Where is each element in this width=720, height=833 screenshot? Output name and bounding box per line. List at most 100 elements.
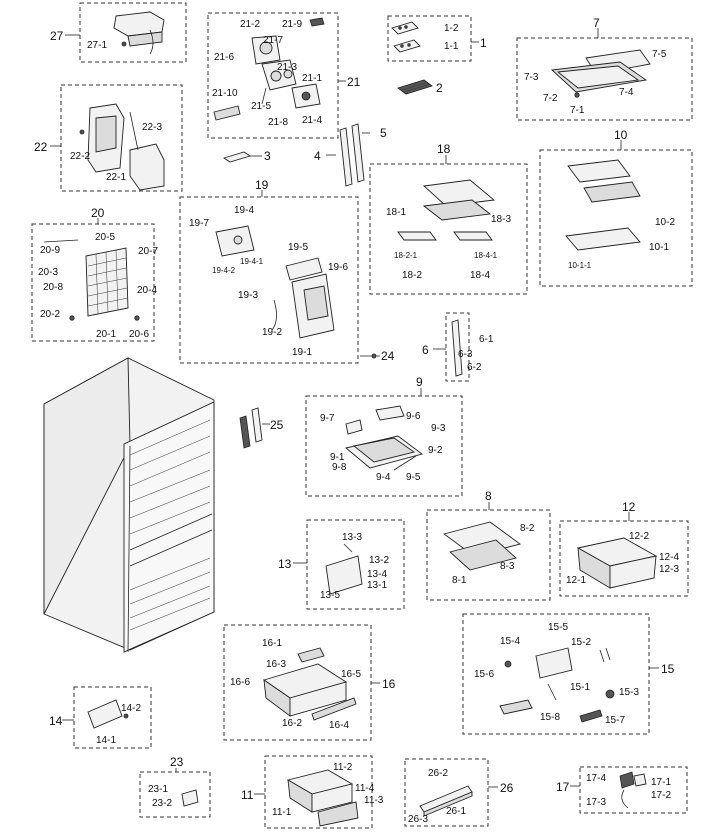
group-label-21: 21: [347, 75, 361, 89]
group-label-7: 7: [593, 16, 600, 30]
label-21-4: 21-4: [302, 115, 322, 126]
label-10-2: 10-2: [655, 217, 675, 228]
label-16-6: 16-6: [230, 677, 250, 688]
label-14-2: 14-2: [121, 703, 141, 714]
label-26-1: 26-1: [446, 806, 466, 817]
label-16-2: 16-2: [282, 718, 302, 729]
label-21-5: 21-5: [251, 101, 271, 112]
label-19-4-1: 19-4-1: [240, 257, 264, 266]
label-9-8: 9-8: [332, 462, 347, 473]
label-19-7: 19-7: [189, 218, 209, 229]
label-15-4: 15-4: [500, 636, 520, 647]
label-19-4: 19-4: [234, 205, 254, 216]
label-23-2: 23-2: [152, 798, 172, 809]
label-18-4-1: 18-4-1: [474, 251, 498, 260]
part-26-illustration: [419, 785, 473, 817]
group-label-2: 2: [436, 81, 443, 95]
label-20-4: 20-4: [137, 285, 157, 296]
group-boxes: [31, 2, 693, 829]
group-label-13: 13: [278, 557, 292, 571]
label-21-9: 21-9: [282, 19, 302, 30]
label-13-3: 13-3: [342, 532, 362, 543]
label-18-2: 18-2: [402, 270, 422, 281]
part-16-illustration: [262, 647, 357, 721]
label-21-3: 21-3: [277, 62, 297, 73]
label-20-9: 20-9: [40, 245, 60, 256]
group-label-14: 14: [49, 714, 63, 728]
label-7-2: 7-2: [543, 93, 558, 104]
part-12-illustration: [576, 537, 658, 589]
label-15-7: 15-7: [605, 715, 625, 726]
label-7-3: 7-3: [524, 72, 539, 83]
label-19-4-2: 19-4-2: [212, 266, 236, 275]
label-15-8: 15-8: [540, 712, 560, 723]
group-label-25: 25: [270, 418, 284, 432]
group-label-5: 5: [380, 126, 387, 140]
label-21-1: 21-1: [302, 73, 322, 84]
label-20-1: 20-1: [96, 329, 116, 340]
label-18-4: 18-4: [470, 270, 490, 281]
label-19-5: 19-5: [288, 242, 308, 253]
part-3-4-5-illustration: [222, 123, 365, 187]
label-22-3: 22-3: [142, 122, 162, 133]
label-21-2: 21-2: [240, 19, 260, 30]
label-13-1: 13-1: [367, 580, 387, 591]
group-label-24: 24: [381, 349, 395, 363]
label-17-2: 17-2: [651, 790, 671, 801]
label-15-3: 15-3: [619, 687, 639, 698]
label-20-5: 20-5: [95, 232, 115, 243]
label-6-2: 6-2: [467, 362, 482, 373]
label-13-5: 13-5: [320, 590, 340, 601]
part-13-illustration: [325, 543, 363, 595]
group-label-8: 8: [485, 489, 492, 503]
part-20-illustration: [43, 239, 140, 321]
part-14-illustration: [87, 699, 129, 729]
label-23-1: 23-1: [148, 784, 168, 795]
refrigerator-cabinet: [43, 357, 215, 653]
group-label-27: 27: [50, 29, 64, 43]
label-15-2: 15-2: [571, 637, 591, 648]
part-22-illustration: [79, 103, 165, 191]
label-17-1: 17-1: [651, 777, 671, 788]
part-27-illustration: [113, 11, 165, 55]
label-9-7: 9-7: [320, 413, 335, 424]
group-label-9: 9: [416, 375, 423, 389]
label-6-3: 6-3: [458, 349, 473, 360]
part-10-illustration: [565, 159, 641, 251]
label-15-6: 15-6: [474, 669, 494, 680]
part-23-illustration: [181, 789, 199, 807]
group-label-15: 15: [661, 662, 675, 676]
label-20-8: 20-8: [43, 282, 63, 293]
group-label-19: 19: [255, 178, 269, 192]
group-leaders: [50, 28, 659, 795]
label-16-3: 16-3: [266, 659, 286, 670]
label-20-6: 20-6: [129, 329, 149, 340]
group-label-18: 18: [437, 142, 451, 156]
group-label-10: 10: [614, 128, 628, 142]
label-11-4: 11-4: [355, 783, 375, 794]
label-8-1: 8-1: [452, 575, 467, 586]
label-1-1: 1-1: [444, 41, 459, 52]
label-12-2: 12-2: [629, 531, 649, 542]
label-9-6: 9-6: [406, 411, 421, 422]
part-7-illustration: [550, 49, 651, 98]
label-15-1: 15-1: [570, 682, 590, 693]
group-label-6: 6: [422, 343, 429, 357]
label-12-1: 12-1: [566, 575, 586, 586]
label-12-4: 12-4: [659, 552, 679, 563]
label-13-4: 13-4: [367, 569, 387, 580]
group-label-16: 16: [382, 677, 396, 691]
part-1-illustration: [391, 21, 421, 53]
group-label-1: 1: [480, 36, 487, 50]
label-1-2: 1-2: [444, 23, 459, 34]
label-18-2-1: 18-2-1: [394, 251, 418, 260]
label-11-2: 11-2: [333, 762, 353, 773]
label-16-4: 16-4: [329, 720, 349, 731]
label-17-4: 17-4: [586, 773, 606, 784]
label-19-2: 19-2: [262, 327, 282, 338]
label-13-2: 13-2: [369, 555, 389, 566]
group-label-17: 17: [556, 780, 570, 794]
group-label-20: 20: [91, 206, 105, 220]
label-10-1-1: 10-1-1: [568, 261, 592, 270]
label-26-3: 26-3: [408, 814, 428, 825]
